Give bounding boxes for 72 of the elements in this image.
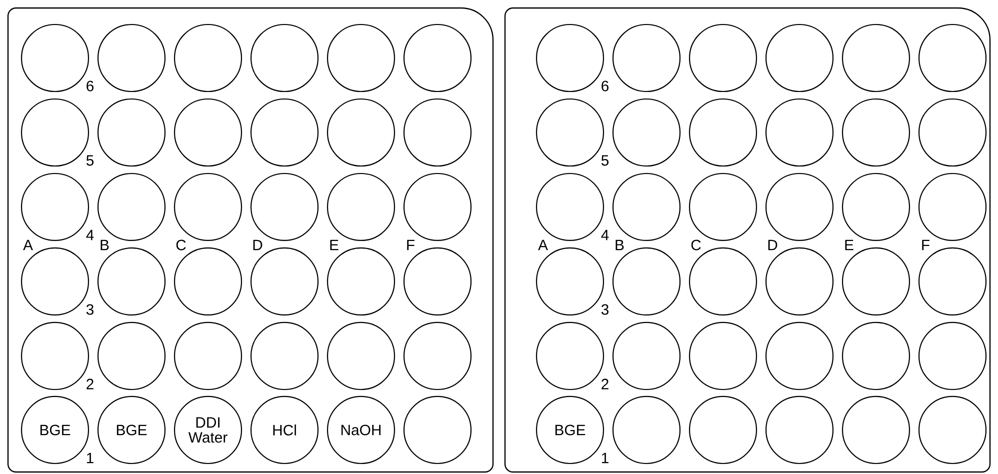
column-letter: C [176,240,186,250]
vial-circle [918,24,987,92]
vial-circle [918,322,987,390]
vial-circle [174,172,242,242]
vial-circle [326,172,396,242]
row-number: 2 [602,378,608,390]
vial-circle [403,172,472,242]
column-letter: E [845,240,854,250]
vial-circle [326,322,396,390]
column-letter: B [100,240,109,250]
vial-circle [612,322,681,390]
vial-circle [842,172,910,242]
row-number: 4 [86,230,94,240]
vial-circle [842,24,910,92]
vial-circle [612,396,681,464]
vial-circle [97,322,166,390]
vial-circle [250,24,319,92]
tray-outline [504,7,991,473]
vial-circle [765,396,834,464]
column-letter: A [23,240,33,250]
column-letter: A [538,240,548,250]
vial-circle [688,24,758,92]
vial-circle [403,396,472,464]
row-number: 5 [601,155,609,166]
vial-circle [326,98,396,167]
row-number: 6 [86,80,94,92]
vial-circle [403,322,472,390]
vial-circle [250,98,319,167]
vial-circle [688,322,758,390]
vial-circle [403,24,472,92]
vial-circle [765,24,834,92]
vial-circle [97,24,166,92]
vial-circle [612,172,681,242]
vial-circle [612,24,681,92]
vial-circle [842,98,910,167]
vial-circle [918,396,987,464]
row-number: 3 [86,304,94,315]
column-letter: E [330,240,338,250]
column-letter: F [407,240,414,250]
row-number: 5 [86,155,94,166]
vial-circle [250,322,319,390]
row-number: 3 [601,304,608,315]
row-number: 1 [602,452,608,464]
vial-circle [765,98,834,167]
vial-circle [174,98,242,167]
vial-circle [688,172,758,242]
row-number: 2 [86,378,94,390]
vial-circle [250,172,319,242]
vial-circle [97,172,166,242]
tray-outline [7,7,494,473]
row-number: 4 [601,230,609,240]
vial-circle [174,24,242,92]
vial-circle [688,396,758,464]
column-letter: B [616,240,624,250]
vial-circle [765,322,834,390]
row-number: 6 [602,80,608,92]
vial-circle [842,322,910,390]
vial-circle [97,98,166,167]
vial-circle [765,172,834,242]
column-letter: D [768,240,778,250]
vial-circle [174,322,242,390]
row-number: 1 [87,452,94,464]
vial-circle [403,98,472,167]
vial-circle [612,98,681,167]
vial-circle [688,98,758,167]
column-letter: D [253,240,262,250]
vial-circle [326,24,396,92]
vial-circle [842,396,910,464]
vial-circle [918,172,987,242]
column-letter: F [922,240,930,250]
vial-circle [918,98,987,167]
column-letter: C [691,240,701,250]
